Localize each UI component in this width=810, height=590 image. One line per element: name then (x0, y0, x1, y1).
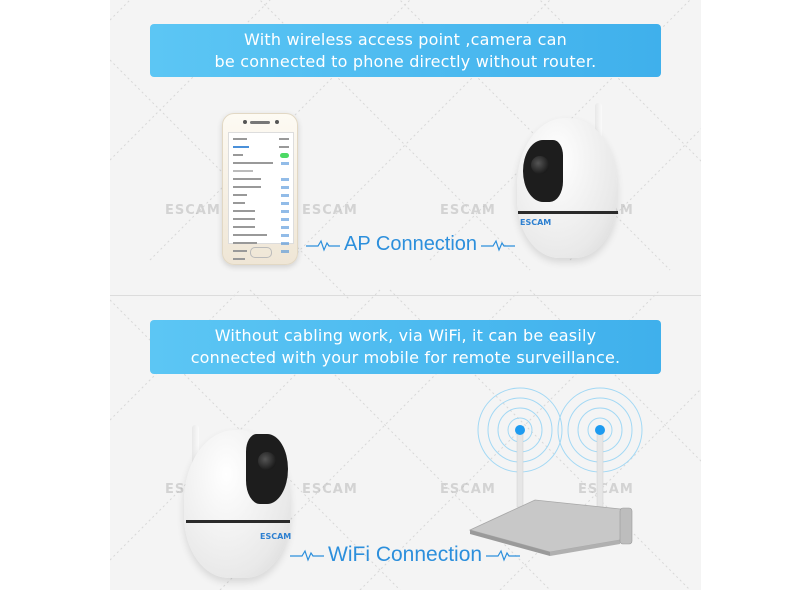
camera-antenna (595, 103, 602, 143)
heartbeat-line-icon (306, 239, 340, 252)
wifi-description-banner: Without cabling work, via WiFi, it can b… (150, 320, 661, 374)
heartbeat-line-icon (290, 549, 324, 562)
home-button (250, 247, 272, 258)
camera-antenna (192, 425, 199, 465)
product-image-canvas: ESCAM ESCAM ESCAM ESCAM ESCAM ESCAM ESCA… (110, 0, 701, 590)
watermark: ESCAM (440, 482, 496, 497)
phone-wifi-settings-screen (228, 132, 294, 260)
wifi-connection-label: WiFi Connection (290, 543, 521, 567)
speaker-grille (250, 121, 270, 124)
watermark: ESCAM (440, 203, 496, 218)
watermark: ESCAM (578, 482, 634, 497)
watermark: ESCAM (302, 203, 358, 218)
section-divider (110, 295, 701, 296)
front-camera-icon (243, 120, 247, 124)
camera-band (186, 520, 290, 523)
ap-connection-label: AP Connection (306, 233, 516, 256)
watermark: ESCAM (302, 482, 358, 497)
heartbeat-line-icon (486, 549, 521, 562)
wifi-banner-line-1: Without cabling work, via WiFi, it can b… (214, 326, 597, 345)
ip-camera-image-top: ESCAM (515, 98, 625, 268)
camera-band (518, 211, 618, 214)
camera-lens (531, 156, 549, 174)
wifi-signal-rings-icon (477, 387, 643, 473)
ap-banner-line-2: be connected to phone directly without r… (214, 51, 597, 71)
heartbeat-line-icon (481, 239, 516, 252)
smartphone-image (222, 113, 298, 265)
ip-camera-image-bottom: ESCAM (180, 420, 300, 585)
wlan-toggle (280, 152, 289, 158)
ap-connection-text: AP Connection (344, 233, 478, 255)
ap-description-banner: With wireless access point ,camera can b… (150, 24, 661, 77)
wifi-router-image (468, 387, 643, 556)
camera-logo: ESCAM (520, 218, 552, 227)
sensor-icon (275, 120, 279, 124)
camera-lens (258, 452, 276, 470)
wifi-connection-text: WiFi Connection (328, 543, 483, 566)
camera-logo: ESCAM (260, 532, 292, 541)
ap-banner-line-1: With wireless access point ,camera can (244, 29, 567, 49)
watermark: ESCAM (165, 203, 221, 218)
wifi-banner-line-2: connected with your mobile for remote su… (190, 348, 621, 367)
